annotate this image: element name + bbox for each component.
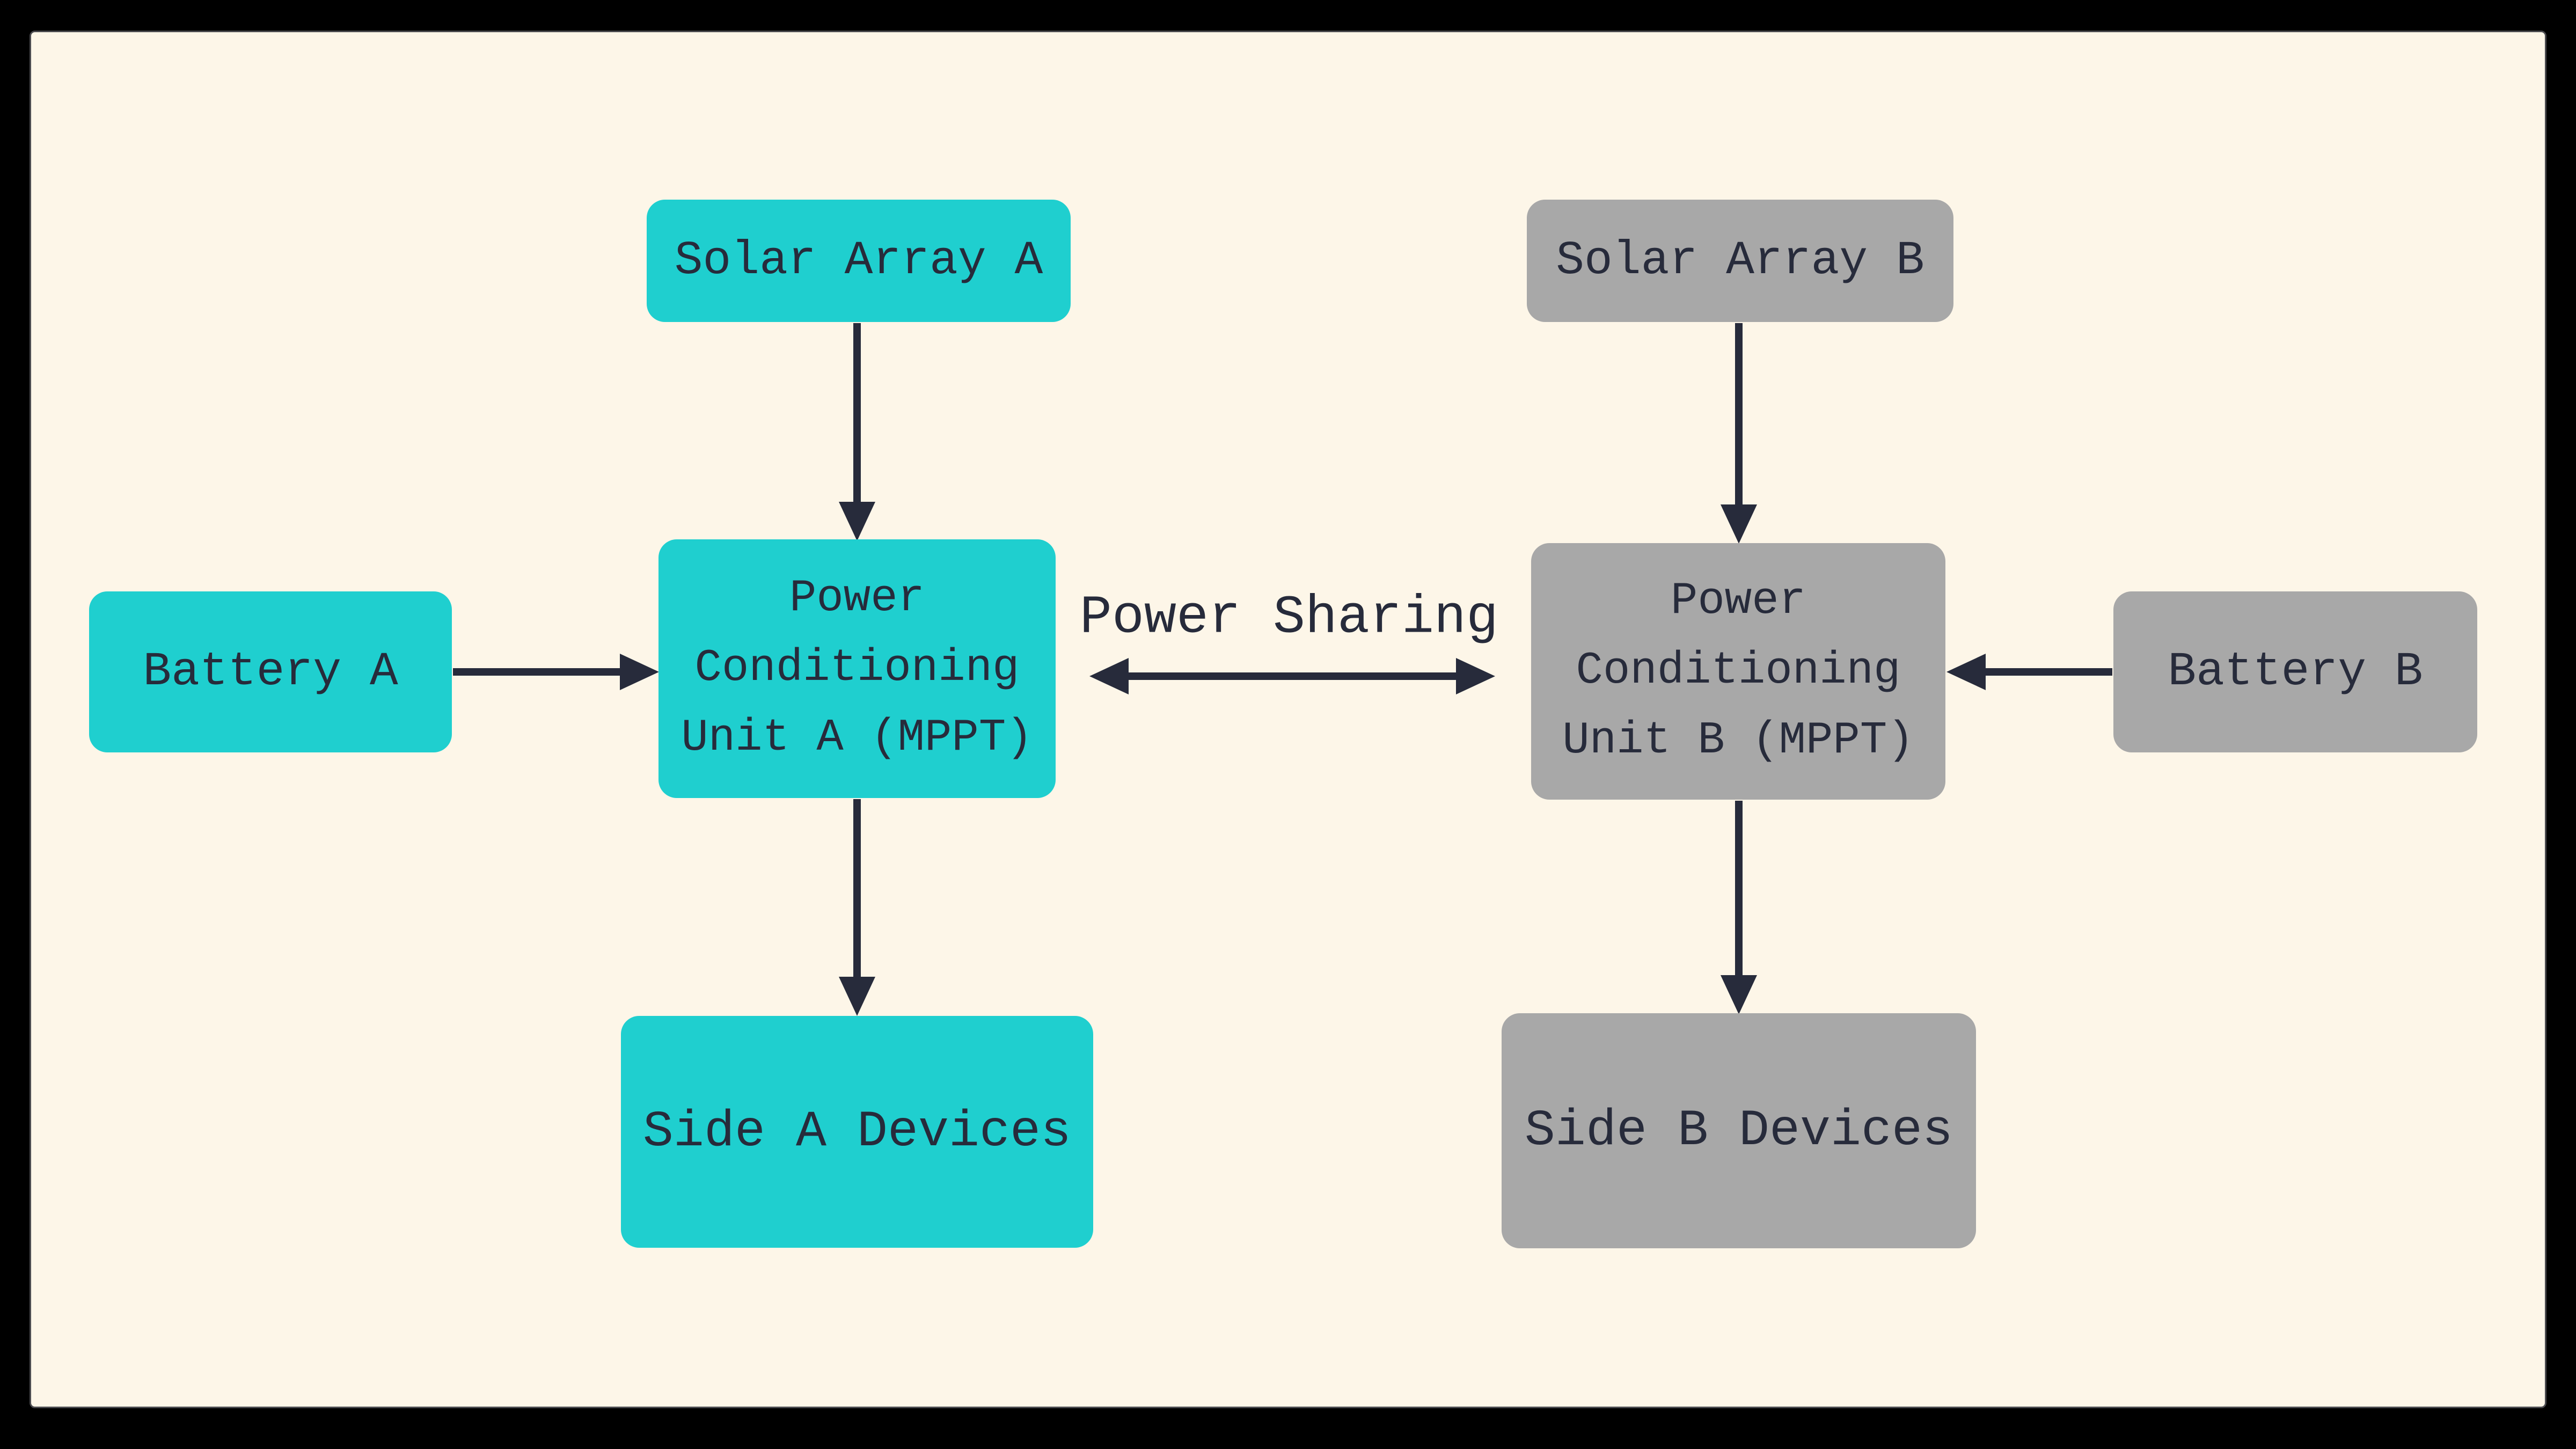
node-solar-array-b: Solar Array B: [1527, 200, 1953, 322]
node-power-conditioning-unit-a: Power Conditioning Unit A (MPPT): [658, 539, 1056, 798]
node-label: Side A Devices: [642, 1103, 1072, 1161]
edge-label-power-sharing: Power Sharing: [1079, 588, 1499, 649]
node-solar-array-a: Solar Array A: [647, 200, 1071, 322]
node-battery-a: Battery A: [89, 591, 452, 752]
node-side-b-devices: Side B Devices: [1502, 1013, 1976, 1248]
node-label: Power Conditioning Unit B (MPPT): [1562, 575, 1914, 767]
node-power-conditioning-unit-b: Power Conditioning Unit B (MPPT): [1531, 543, 1945, 800]
node-side-a-devices: Side A Devices: [621, 1016, 1093, 1248]
node-label: Power Conditioning Unit A (MPPT): [681, 573, 1033, 764]
node-label: Battery B: [2168, 645, 2423, 699]
node-label: Solar Array A: [674, 234, 1043, 288]
node-label: Solar Array B: [1556, 234, 1924, 288]
node-battery-b: Battery B: [2113, 591, 2477, 752]
node-label: Battery A: [143, 645, 398, 699]
node-label: Side B Devices: [1524, 1102, 1953, 1160]
